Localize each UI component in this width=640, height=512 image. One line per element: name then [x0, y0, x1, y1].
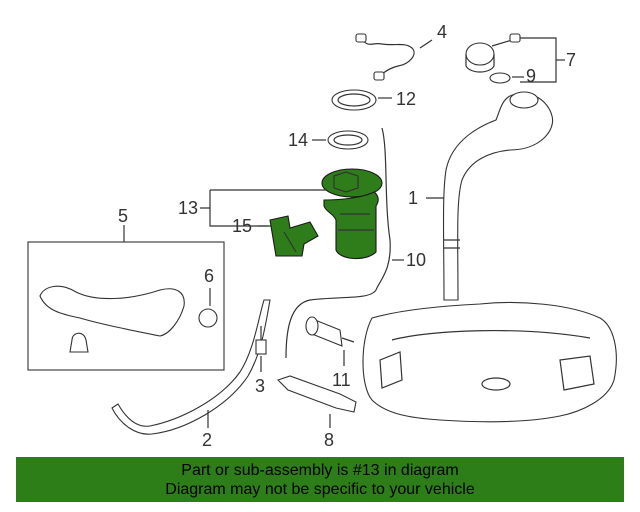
callout-12: 12: [396, 89, 416, 109]
callout-8: 7: [566, 50, 576, 70]
part-7-bracket[interactable]: [276, 375, 357, 413]
banner-line-1: Part or sub-assembly is #13 in diagram: [181, 462, 459, 479]
part-14-gasket[interactable]: [327, 130, 369, 150]
banner-line-2: Diagram may not be specific to your vehi…: [165, 481, 475, 498]
callout-5: 5: [118, 206, 128, 226]
callout-4: 4: [437, 22, 447, 42]
callout-11: 11: [332, 370, 351, 390]
part-11-fuel-filter[interactable]: [305, 316, 355, 347]
callout-7: 8: [324, 430, 334, 450]
callout-13: 13: [178, 198, 198, 218]
part-10-fuel-line[interactable]: [285, 127, 391, 359]
callout-1: 1: [408, 188, 418, 208]
part-6-clip-nut[interactable]: [198, 308, 218, 328]
fuel-tank: [362, 301, 617, 423]
callout-3: 3: [255, 376, 265, 396]
part-5-heat-shield-group[interactable]: [27, 241, 225, 371]
callout-2: 2: [202, 430, 212, 450]
info-banner: Part or sub-assembly is #13 in diagram D…: [16, 457, 624, 502]
part-13-fuel-pump-module[interactable]: [321, 168, 383, 260]
callout-9: 9: [526, 66, 536, 86]
part-15-sender-bracket[interactable]: [269, 215, 319, 257]
leader-13: [200, 189, 326, 227]
part-12-lock-ring[interactable]: [331, 89, 377, 111]
part-1-filler-pipe[interactable]: [442, 91, 554, 301]
callout-14: 14: [288, 130, 308, 150]
leader-4: [419, 39, 433, 49]
parts-diagram: 4 7 9 12 14 10 13 15: [27, 22, 617, 450]
part-9-seal[interactable]: [489, 72, 511, 84]
part-3-bolt[interactable]: [255, 326, 267, 355]
callout-6: 6: [204, 266, 214, 286]
callout-15: 15: [232, 216, 252, 236]
callout-10: 10: [406, 250, 426, 270]
part-2-tank-strap[interactable]: [111, 299, 271, 435]
part-4-sensor-wire[interactable]: [355, 33, 415, 81]
part-8-filler-cap[interactable]: [465, 33, 521, 73]
